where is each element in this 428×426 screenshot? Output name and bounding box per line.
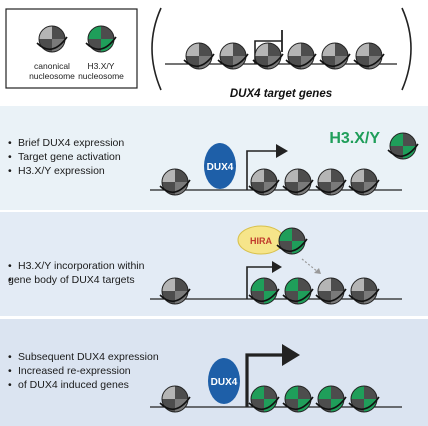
dux4-label: DUX4 [211, 377, 238, 388]
bullet-continuation: gene body of DUX4 targets [8, 274, 135, 286]
nucleosome [319, 42, 351, 70]
left-bracket [151, 7, 162, 91]
nucleosome [248, 168, 280, 196]
arrow-head [272, 261, 282, 273]
panel-3-diagram: DUX4 [150, 344, 402, 413]
divider [0, 104, 428, 106]
bullet-item-continued: gene body of DUX4 targets [8, 273, 144, 287]
panel-1-diagram: DUX4 H3.X/Y [150, 130, 419, 196]
dux4-protein [204, 143, 236, 189]
divider [0, 316, 428, 318]
bullet-item: H3.X/Y expression [8, 164, 124, 178]
hira-label: HIRA [250, 236, 272, 246]
dux4-label: DUX4 [207, 162, 234, 173]
deposit-arrow-head [314, 268, 321, 274]
bullet-item: H3.X/Y incorporation within [8, 259, 144, 273]
panel-brief-expression: Brief DUX4 expression Target gene activa… [0, 106, 428, 210]
h3xy-nucleosome-bound [276, 227, 308, 255]
panel-3-bullets: Subsequent DUX4 expression Increased re-… [8, 350, 159, 392]
bullet-continuation: of DUX4 induced genes [18, 379, 129, 391]
legend-canonical-nucleosome [36, 25, 68, 53]
divider [0, 210, 428, 212]
active-promoter-arrow [246, 266, 272, 299]
nucleosome [282, 168, 314, 196]
nucleosome [217, 42, 249, 70]
nucleosome [252, 42, 284, 70]
right-bracket [401, 7, 412, 91]
header-title: DUX4 target genes [230, 88, 332, 100]
arrow-head [282, 344, 300, 366]
bullet-item: Subsequent DUX4 expression [8, 350, 159, 364]
h3xy-nucleosome [248, 385, 280, 413]
bullet-item: Target gene activation [8, 150, 124, 164]
nucleosome [348, 277, 380, 305]
panel-incorporation: H3.X/Y incorporation within gene body of… [0, 212, 428, 316]
h3xy-expression-label: H3.X/Y [329, 130, 380, 147]
legend-h3xy-nucleosome [85, 25, 117, 53]
deposit-arrow [301, 258, 319, 273]
h3xy-nucleosome [282, 385, 314, 413]
nucleosome [315, 168, 347, 196]
h3xy-nucleosome [387, 132, 419, 160]
panel-2-bullets: H3.X/Y incorporation within gene body of… [8, 259, 144, 287]
strong-promoter-arrow [245, 353, 282, 407]
legend-box [5, 8, 138, 89]
bullet-item: Brief DUX4 expression [8, 136, 124, 150]
h3xy-nucleosome [315, 385, 347, 413]
nucleosome [348, 168, 380, 196]
panel-re-expression: Subsequent DUX4 expression Increased re-… [0, 319, 428, 426]
nucleosome [315, 277, 347, 305]
h3xy-nucleosome [348, 385, 380, 413]
panel-2-diagram: HIRA [150, 225, 402, 305]
active-promoter-arrow [246, 150, 276, 190]
nucleosome [183, 42, 215, 70]
panel-1-bullets: Brief DUX4 expression Target gene activa… [8, 136, 124, 178]
h3xy-nucleosome [248, 277, 280, 305]
nucleosome [159, 385, 191, 413]
dux4-protein [208, 358, 240, 404]
nucleosome [353, 42, 385, 70]
nucleosome [285, 42, 317, 70]
bullet-item-continued: of DUX4 induced genes [8, 378, 159, 392]
nucleosome [159, 168, 191, 196]
h3xy-nucleosome [282, 277, 314, 305]
nucleosome [159, 277, 191, 305]
arrow-head [276, 144, 288, 158]
bullet-item: Increased re-expression [8, 364, 159, 378]
